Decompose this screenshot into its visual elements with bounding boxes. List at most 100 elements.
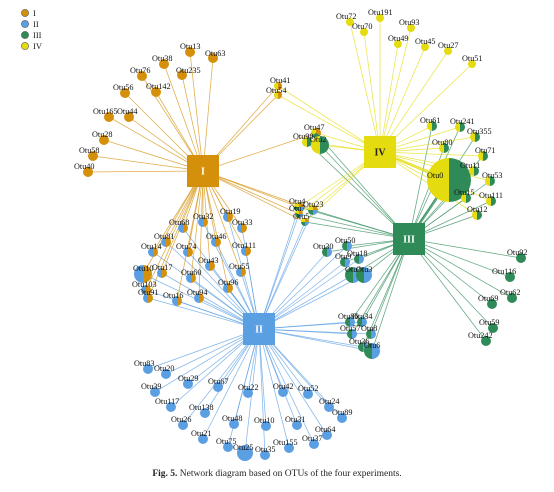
otu-node-otu51: Otu51 [462,54,482,68]
pie-slice [356,267,364,283]
pie-slice [208,53,218,63]
pie-slice [481,336,491,346]
otu-label: Otu53 [482,171,502,180]
edge-otu21-ii [202,328,260,440]
edge-otu91-i [147,170,204,299]
pie-slice [505,272,515,282]
otu-label: Otu1 [345,265,361,274]
pie-slice [455,122,460,132]
otu-label: Otu111 [232,241,256,250]
otu-label: Otu96 [218,278,238,287]
edge-otu242-iii [408,238,487,342]
pie-slice [345,267,353,283]
otu-label: Otu40 [74,162,94,171]
pie-slice [309,439,319,449]
pie-slice [427,121,432,131]
pie-slice [261,421,271,431]
otu-node-otu37: Otu37 [302,434,322,449]
otu-node-otu6: Otu6 [364,341,380,359]
pie-slice [299,210,303,214]
pie-slice [242,223,247,233]
otu-label: Otu93 [399,18,419,27]
pie-slice [305,222,309,226]
otu-label: Otu55 [229,262,249,271]
caption-text: Network diagram based on OTUs of the fou… [179,469,402,479]
pie-slice [120,88,130,98]
edge-otu103-i [145,170,204,291]
pie-slice [141,285,146,295]
otu-node-otu10: Otu10 [254,416,274,431]
pie-slice [295,210,299,214]
pie-slice [350,317,355,327]
legend-swatch [21,42,29,50]
pie-slice [241,246,246,256]
otu-node-otu53: Otu53 [482,171,502,186]
otu-node-otu57: Otu57 [340,324,360,339]
otu-label: Otu54 [266,86,286,95]
edge-otu94-i [198,170,204,299]
pie-slice [185,47,195,57]
otu-node-otu42: Otu42 [273,382,293,397]
pie-slice [237,445,253,461]
pie-slice [439,143,444,153]
edge-otu37-ii [258,328,315,445]
pie-slice [305,218,309,222]
pie-slice [194,293,199,303]
otu-node-otu83: Otu83 [134,359,154,374]
pie-slice [488,323,498,333]
edge-otu5-i [202,170,306,223]
pie-slice [490,176,495,186]
pie-slice [284,443,294,453]
otu-node-otu45: Otu45 [415,37,435,51]
otu-label: Otu38 [152,54,172,63]
pie-slice [466,193,471,203]
otu-node-otu25: Otu25 [233,443,253,461]
otu-node-otu80: Otu80 [432,138,452,153]
edge-otu28-i [103,139,204,172]
pie-slice [371,329,376,339]
pie-slice [134,265,143,283]
pie-slice [177,70,187,80]
otu-label: Otu28 [92,130,112,139]
otu-node-otu72: Otu72 [336,12,356,26]
legend-entry-iii: III [21,30,42,40]
otu-label: Otu50 [335,236,355,245]
pie-slice [516,253,526,263]
pie-slice [474,166,479,176]
otu-node-otu44: Otu44 [117,107,137,122]
edge-otu4-ii [258,206,300,330]
pie-slice [216,237,221,247]
pie-slice [278,91,282,99]
pie-slice [228,283,233,293]
otu-node-otu26: Otu26 [171,415,191,430]
pie-slice [178,223,183,233]
edge-otu10-ii [258,328,267,427]
otu-node-otu63: Otu63 [205,49,225,63]
otu-label: Otu19 [220,207,240,216]
otu-label: Otu27 [438,41,458,50]
pie-slice [421,43,429,51]
otu-node-otu17: Otu17 [152,263,172,278]
hub-iii: III [393,223,425,255]
edge-otu64-ii [258,328,328,436]
hub-square [243,313,275,345]
pie-slice [172,296,177,306]
otu-label: Otu4 [289,197,305,206]
otu-node-otu71: Otu71 [475,146,495,161]
pie-slice [301,222,305,226]
pie-slice [198,434,208,444]
pie-slice [183,247,188,257]
otu-label: Otu138 [189,403,214,412]
pie-slice [177,296,182,306]
otu-label: Otu42 [273,382,293,391]
edge-otu98-iii [306,141,410,240]
hub-ii: II [243,313,275,345]
otu-node-otu16: Otu16 [163,291,183,306]
edge-otu58-i [92,155,204,172]
pie-slice [243,388,253,398]
otu-label: Otu29 [178,374,198,383]
otu-node-otu59: Otu59 [479,318,499,333]
otu-node-otu62: Otu62 [500,288,520,303]
otu-node-otu64: Otu64 [315,425,335,440]
pie-slice [469,166,474,176]
